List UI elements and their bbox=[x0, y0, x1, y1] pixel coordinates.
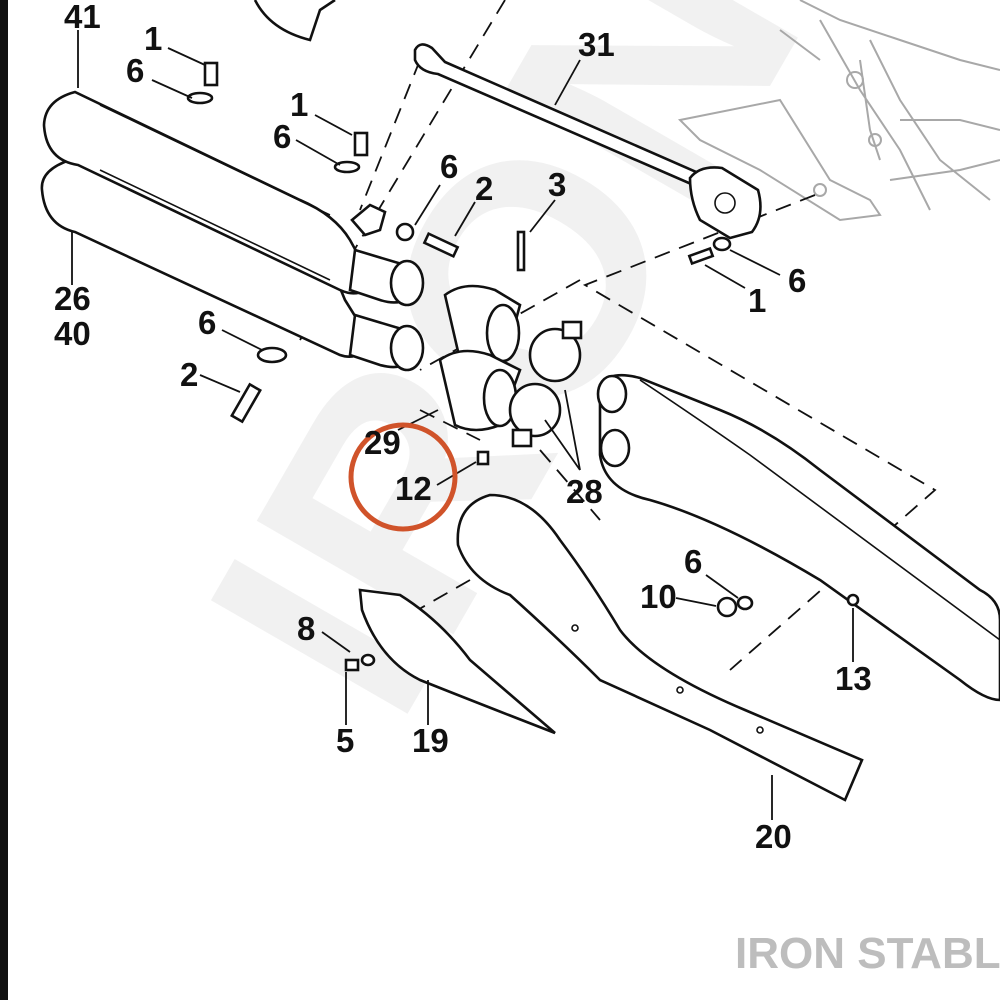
callout-3: 3 bbox=[548, 166, 566, 203]
header-inlet-upper bbox=[596, 374, 628, 414]
callout-labels: 41 1 6 31 1 6 6 2 3 26 40 6 2 6 1 29 12 … bbox=[54, 0, 872, 855]
callout-26: 26 bbox=[54, 280, 91, 317]
left-border bbox=[0, 0, 8, 1000]
sleeves bbox=[438, 284, 522, 432]
header-pipes bbox=[598, 373, 1000, 702]
muffler-highlights bbox=[99, 104, 331, 281]
callout-5: 5 bbox=[336, 722, 354, 759]
mount-bracket bbox=[350, 203, 387, 237]
callout-6a: 6 bbox=[126, 52, 144, 89]
callout-31: 31 bbox=[578, 26, 615, 63]
brand-logo-text: IRON STABLE bbox=[735, 929, 1000, 978]
callout-6e: 6 bbox=[788, 262, 806, 299]
callout-2a: 2 bbox=[475, 170, 493, 207]
header-inlet-lower bbox=[599, 428, 631, 468]
callout-1b: 1 bbox=[290, 86, 308, 123]
callout-12: 12 bbox=[395, 470, 432, 507]
callout-20: 20 bbox=[755, 818, 792, 855]
upper-muffler bbox=[42, 90, 374, 295]
highlight-circle bbox=[348, 422, 458, 532]
fasteners bbox=[186, 61, 860, 672]
callout-19: 19 bbox=[412, 722, 449, 759]
callout-10: 10 bbox=[640, 578, 677, 615]
cover-plate bbox=[358, 588, 556, 735]
callout-6f: 6 bbox=[684, 543, 702, 580]
callout-28: 28 bbox=[566, 473, 603, 510]
clamps bbox=[508, 320, 583, 448]
callout-1a: 1 bbox=[144, 20, 162, 57]
callout-8: 8 bbox=[297, 610, 315, 647]
callout-6d: 6 bbox=[198, 304, 216, 341]
callout-29: 29 bbox=[364, 424, 401, 461]
frame-ghost bbox=[677, 0, 1000, 222]
heat-shield bbox=[456, 493, 864, 802]
callout-1c: 1 bbox=[748, 282, 766, 319]
muffler-outlets bbox=[348, 248, 425, 372]
callout-13: 13 bbox=[835, 660, 872, 697]
callout-6c: 6 bbox=[440, 148, 458, 185]
callout-2b: 2 bbox=[180, 356, 198, 393]
callout-6b: 6 bbox=[273, 118, 291, 155]
top-clamp-fragment bbox=[253, 0, 336, 42]
callout-40: 40 bbox=[54, 315, 91, 352]
header-seam bbox=[639, 379, 1000, 641]
strut-bracket bbox=[413, 43, 762, 240]
callout-41: 41 bbox=[64, 0, 101, 35]
